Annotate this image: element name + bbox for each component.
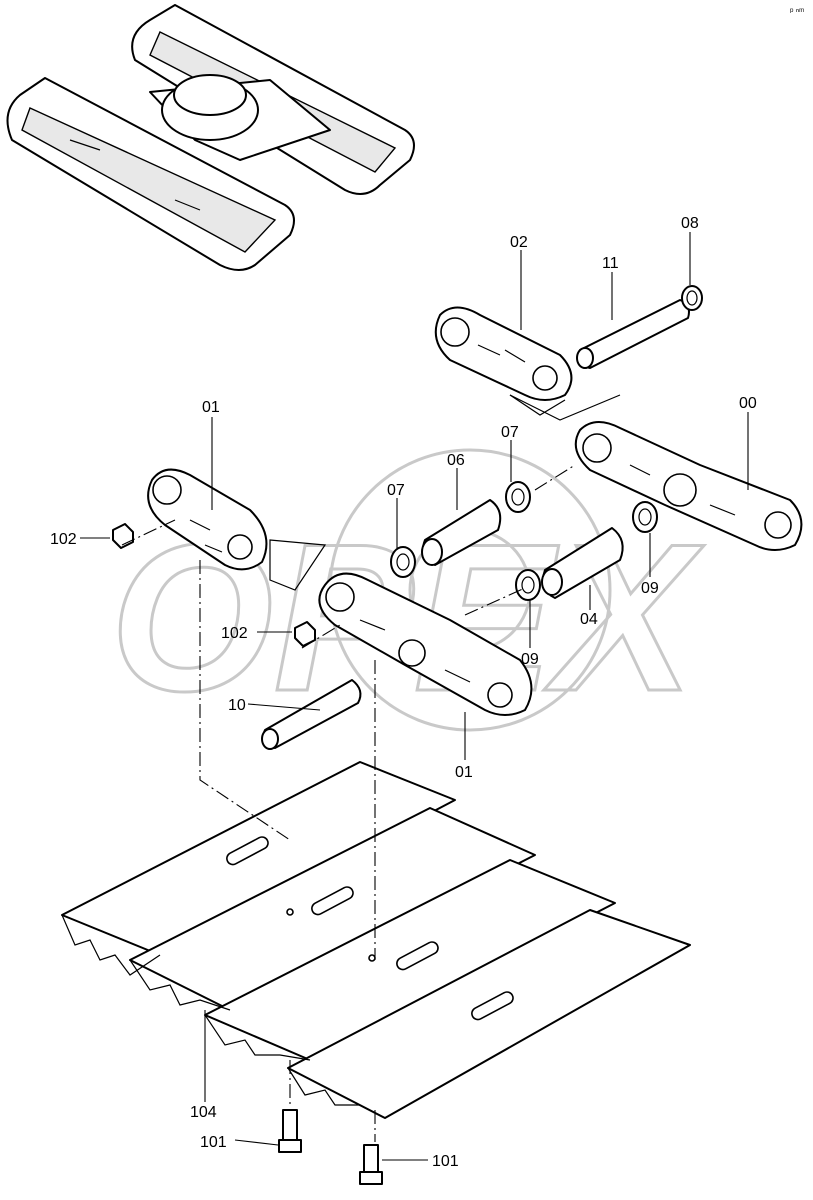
link-00 bbox=[574, 421, 803, 551]
assembly-lines bbox=[121, 394, 621, 1142]
seal-09-right bbox=[632, 501, 658, 533]
snap-ring-08 bbox=[681, 285, 703, 311]
leader-lines bbox=[80, 232, 749, 1161]
link-02 bbox=[434, 306, 573, 416]
label-01-top: 01 bbox=[202, 399, 220, 416]
bushing-04 bbox=[541, 527, 624, 599]
label-104: 104 bbox=[190, 1104, 217, 1121]
label-11: 11 bbox=[602, 255, 619, 272]
link-01-left bbox=[147, 468, 268, 571]
label-102-left: 102 bbox=[50, 531, 77, 548]
link-01-center bbox=[318, 572, 533, 716]
corner-mark: ᵖ ⁿᵐ bbox=[790, 6, 804, 16]
seal-09-middle bbox=[515, 569, 541, 601]
seal-07-middle bbox=[390, 546, 416, 578]
nut-102-middle bbox=[294, 621, 316, 647]
label-04: 04 bbox=[580, 611, 598, 628]
label-09-middle: 09 bbox=[521, 651, 539, 668]
label-00: 00 bbox=[739, 395, 757, 412]
seal-07-upper bbox=[505, 481, 531, 513]
label-08: 08 bbox=[681, 215, 699, 232]
label-09-right: 09 bbox=[641, 580, 659, 597]
bolt-101-left bbox=[278, 1109, 302, 1153]
pin-10 bbox=[261, 679, 362, 750]
label-102-middle: 102 bbox=[221, 625, 248, 642]
label-06: 06 bbox=[447, 452, 465, 469]
bolt-101-right bbox=[359, 1144, 383, 1185]
pin-11 bbox=[576, 299, 690, 369]
label-101-right: 101 bbox=[432, 1153, 459, 1170]
bushing-06 bbox=[421, 499, 502, 566]
label-10: 10 bbox=[228, 697, 246, 714]
label-07-middle: 07 bbox=[387, 482, 405, 499]
label-01-bottom: 01 bbox=[455, 764, 473, 781]
label-07-top: 07 bbox=[501, 424, 519, 441]
label-101-left: 101 bbox=[200, 1134, 227, 1151]
undercarriage-illustration bbox=[6, 4, 415, 271]
label-02: 02 bbox=[510, 234, 528, 251]
track-shoes-104 bbox=[61, 761, 691, 1119]
